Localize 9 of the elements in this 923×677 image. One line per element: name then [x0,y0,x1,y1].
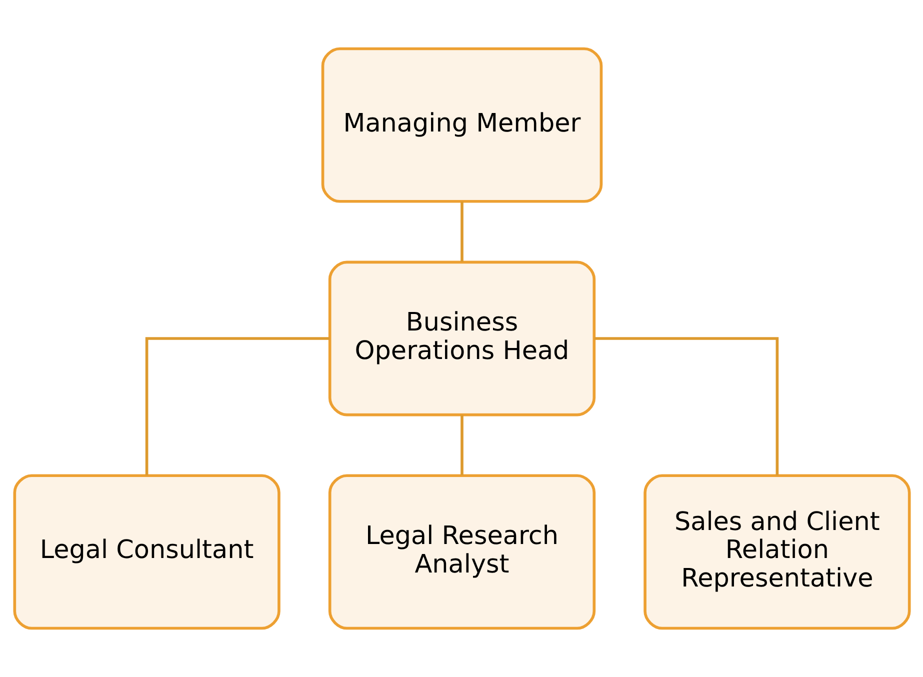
node-box: Legal Research Analyst [328,474,596,630]
node-box: Managing Member [320,47,602,203]
connector [460,414,463,476]
node-box: Business Operations Head [328,260,596,416]
connector [460,202,463,262]
connector [594,337,778,476]
connector [144,337,330,476]
node-box: Sales and Client Relation Representative [643,474,910,630]
node-box: Legal Consultant [12,474,280,630]
